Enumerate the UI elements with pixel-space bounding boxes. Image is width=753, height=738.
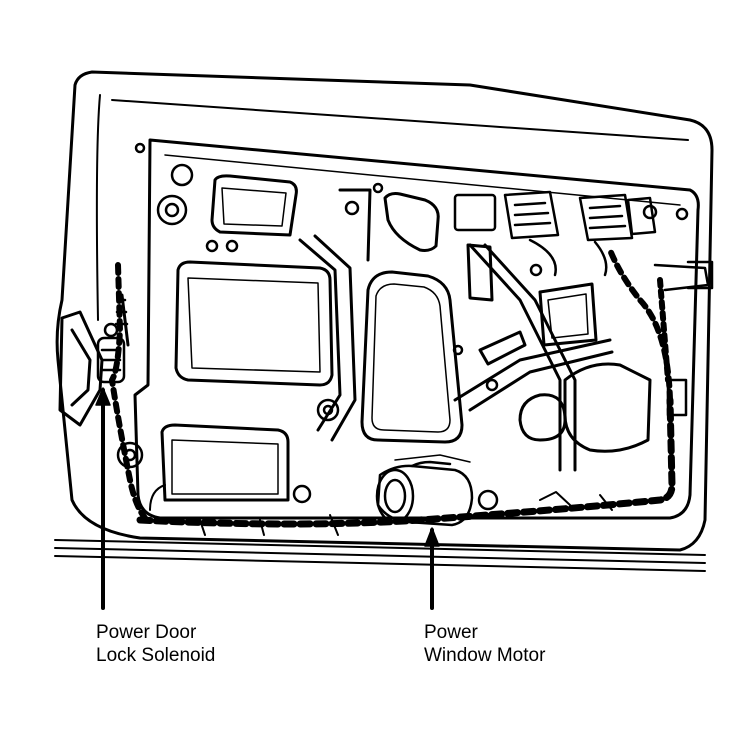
motor-label-line1: Power: [424, 622, 478, 643]
motor-label-line2: Window Motor: [424, 645, 546, 666]
access-holes: [160, 174, 652, 502]
motor-callout: Power Window Motor: [424, 621, 545, 667]
solenoid-callout: Power Door Lock Solenoid: [96, 621, 215, 667]
solenoid-label-line1: Power Door: [96, 622, 197, 643]
door-shell: [55, 70, 714, 552]
solenoid-label-line2: Lock Solenoid: [96, 645, 216, 666]
door-lock-solenoid: [96, 293, 144, 469]
leader-lines: [95, 387, 440, 610]
window-motor: [375, 454, 474, 527]
mirror-mount: [58, 310, 104, 427]
switch-connectors: [453, 190, 657, 277]
window-regulator: [298, 188, 614, 472]
door-sill: [54, 539, 706, 572]
bolt-holes: [134, 142, 689, 511]
